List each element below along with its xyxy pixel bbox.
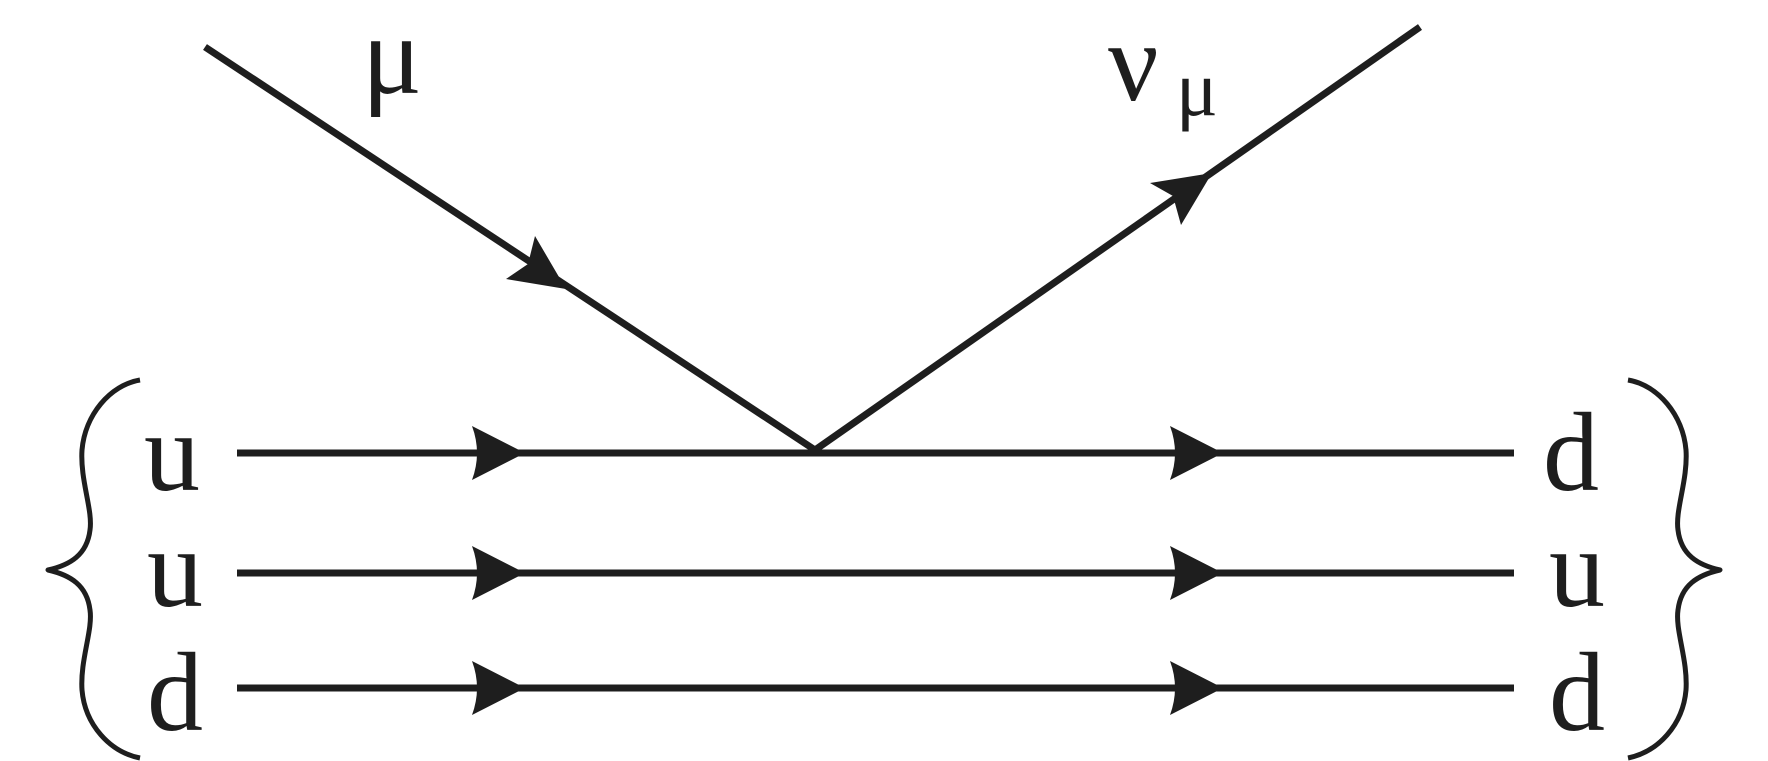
- quark-line-2-arrow-right: [1170, 546, 1223, 600]
- quark-line-2: [237, 546, 1514, 600]
- quark-line-2-arrow-left: [472, 546, 525, 600]
- quark-line-1-arrow-right: [1170, 426, 1223, 480]
- final-quark-1-label: d: [1543, 391, 1599, 515]
- neutrino-arrow: [1150, 173, 1212, 225]
- quark-line-3-arrow-left: [472, 661, 525, 715]
- incoming-muon-label: μ: [362, 0, 422, 118]
- final-quark-3-label: d: [1549, 631, 1605, 755]
- outgoing-neutrino-label: ν: [1108, 1, 1159, 125]
- incoming-muon-line: [203, 44, 817, 453]
- outgoing-neutrino-line: [812, 24, 1423, 453]
- neutrino-subscript-label: μ: [1176, 45, 1218, 132]
- quark-line-1: [237, 426, 1514, 480]
- initial-quark-3-label: d: [147, 631, 203, 755]
- initial-quark-2-label: u: [147, 507, 203, 631]
- right-brace: [1627, 377, 1723, 761]
- quark-line-3: [237, 661, 1514, 715]
- final-quark-2-label: u: [1549, 507, 1605, 631]
- muon-charge-label: −: [433, 0, 477, 29]
- initial-quark-1-label: u: [144, 391, 200, 515]
- left-brace: [45, 377, 141, 761]
- quark-line-1-arrow-left: [472, 426, 525, 480]
- muon-arrow: [506, 236, 566, 289]
- quark-line-3-arrow-right: [1170, 661, 1223, 715]
